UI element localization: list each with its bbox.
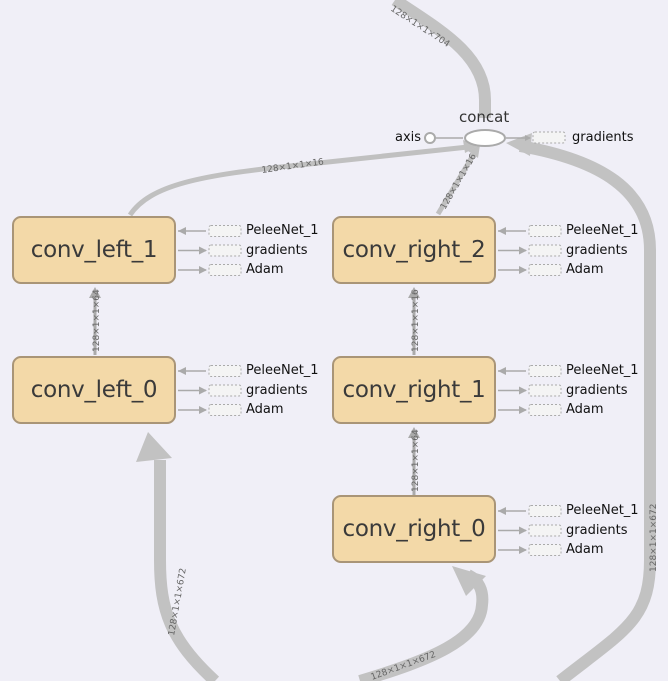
- edge-label-right2-concat: 128×1×1×16: [439, 152, 479, 212]
- edge-label-left1-concat: 128×1×1×16: [261, 157, 325, 176]
- aux-box-right-1-1[interactable]: [528, 384, 562, 397]
- aux-connectors: [178, 225, 562, 556]
- edge-bottom-to-left0: [154, 460, 220, 681]
- aux-label-right-0-2: Adam: [566, 542, 604, 557]
- aux-box-left-1-2[interactable]: [208, 264, 242, 276]
- edge-label-right1-right2: 128×1×1×16: [411, 289, 421, 352]
- edge-label-right0-right1: 128×1×1×64: [411, 429, 421, 492]
- aux-arrowhead-left-1-0: [178, 227, 186, 235]
- arrowhead-right-side: [506, 133, 532, 156]
- aux-box-right-1-2[interactable]: [528, 404, 562, 416]
- aux-label-left-0-0: PeleeNet_1: [246, 363, 319, 378]
- aux-arrowhead-left-1-1: [199, 246, 207, 255]
- aux-arrowhead-left-1-2: [199, 266, 207, 274]
- arrowhead-bottom-right0: [452, 566, 486, 596]
- aux-arrowhead-right-0-0: [498, 507, 506, 515]
- aux-label-left-0-1: gradients: [246, 382, 308, 398]
- aux-arrowhead-right-2-0: [498, 227, 506, 235]
- node-conv-right-1[interactable]: conv_right_1: [332, 356, 496, 424]
- edge-left1-to-concat: [127, 144, 469, 217]
- edge-right2-to-concat: [435, 150, 478, 216]
- arrowhead-right1-right2: [408, 287, 420, 298]
- concat-gradients-box[interactable]: [532, 131, 566, 144]
- node-conv-left-1[interactable]: conv_left_1: [12, 216, 176, 284]
- concat-title: concat: [459, 108, 510, 126]
- aux-label-right-1-0: PeleeNet_1: [566, 363, 639, 378]
- axis-label: axis: [395, 130, 422, 145]
- aux-arrowhead-right-2-1: [519, 246, 527, 255]
- aux-box-left-0-1[interactable]: [208, 384, 242, 397]
- aux-label-right-2-0: PeleeNet_1: [566, 223, 639, 238]
- edge-label-left0-left1: 128×1×1×64: [92, 289, 102, 352]
- arrowhead-right0-right1: [408, 427, 420, 438]
- aux-label-right-1-2: Adam: [566, 402, 604, 417]
- aux-box-left-0-2[interactable]: [208, 404, 242, 416]
- aux-arrowhead-right-1-1: [519, 386, 527, 395]
- edge-label-bottom-left: 128×1×1×672: [167, 567, 189, 636]
- edge-right-side-to-concat: [518, 140, 656, 681]
- aux-label-left-1-2: Adam: [246, 262, 284, 277]
- aux-label-left-0-2: Adam: [246, 402, 284, 417]
- aux-arrowhead-left-0-0: [178, 367, 186, 375]
- arrowhead-left0-left1: [89, 287, 101, 298]
- aux-label-right-2-1: gradients: [566, 242, 628, 258]
- aux-arrowhead-right-0-1: [519, 526, 527, 535]
- aux-arrowhead-right-1-2: [519, 406, 527, 414]
- aux-arrowhead-right-1-0: [498, 367, 506, 375]
- aux-label-right-1-1: gradients: [566, 382, 628, 398]
- aux-box-right-2-1[interactable]: [528, 244, 562, 257]
- aux-arrowhead-right-0-2: [519, 546, 527, 554]
- node-conv-right-2[interactable]: conv_right_2: [332, 216, 496, 284]
- aux-label-right-0-1: gradients: [566, 522, 628, 538]
- aux-box-right-1-0[interactable]: [528, 365, 562, 377]
- node-conv-right-0[interactable]: conv_right_0: [332, 495, 496, 563]
- aux-label-right-2-2: Adam: [566, 262, 604, 277]
- aux-box-right-0-0[interactable]: [528, 505, 562, 517]
- aux-label-right-0-0: PeleeNet_1: [566, 503, 639, 518]
- edge-label-right-side: 128×1×1×672: [649, 504, 659, 572]
- arrowhead-bottom-left0: [136, 432, 172, 462]
- aux-arrowhead-left-0-2: [199, 406, 207, 414]
- concat-gradients-label: gradients: [572, 130, 634, 145]
- aux-arrowhead-left-0-1: [199, 386, 207, 395]
- arrowhead-left1-concat: [463, 140, 478, 153]
- concat-op-ellipse[interactable]: [464, 129, 506, 147]
- aux-label-left-1-0: PeleeNet_1: [246, 223, 319, 238]
- aux-label-left-1-1: gradients: [246, 242, 308, 258]
- aux-arrowhead-right-2-2: [519, 266, 527, 274]
- aux-box-left-1-0[interactable]: [208, 225, 242, 237]
- edge-label-bottom-mid: 128×1×1×672: [370, 650, 438, 681]
- aux-box-left-0-0[interactable]: [208, 365, 242, 377]
- aux-box-right-0-1[interactable]: [528, 524, 562, 537]
- edge-top-to-concat: [391, 0, 491, 118]
- axis-const-circle[interactable]: [424, 132, 436, 144]
- aux-box-left-1-1[interactable]: [208, 244, 242, 257]
- arrowhead-right2-concat: [468, 145, 480, 158]
- aux-box-right-2-0[interactable]: [528, 225, 562, 237]
- aux-box-right-0-2[interactable]: [528, 544, 562, 556]
- aux-box-right-2-2[interactable]: [528, 264, 562, 276]
- node-conv-left-0[interactable]: conv_left_0: [12, 356, 176, 424]
